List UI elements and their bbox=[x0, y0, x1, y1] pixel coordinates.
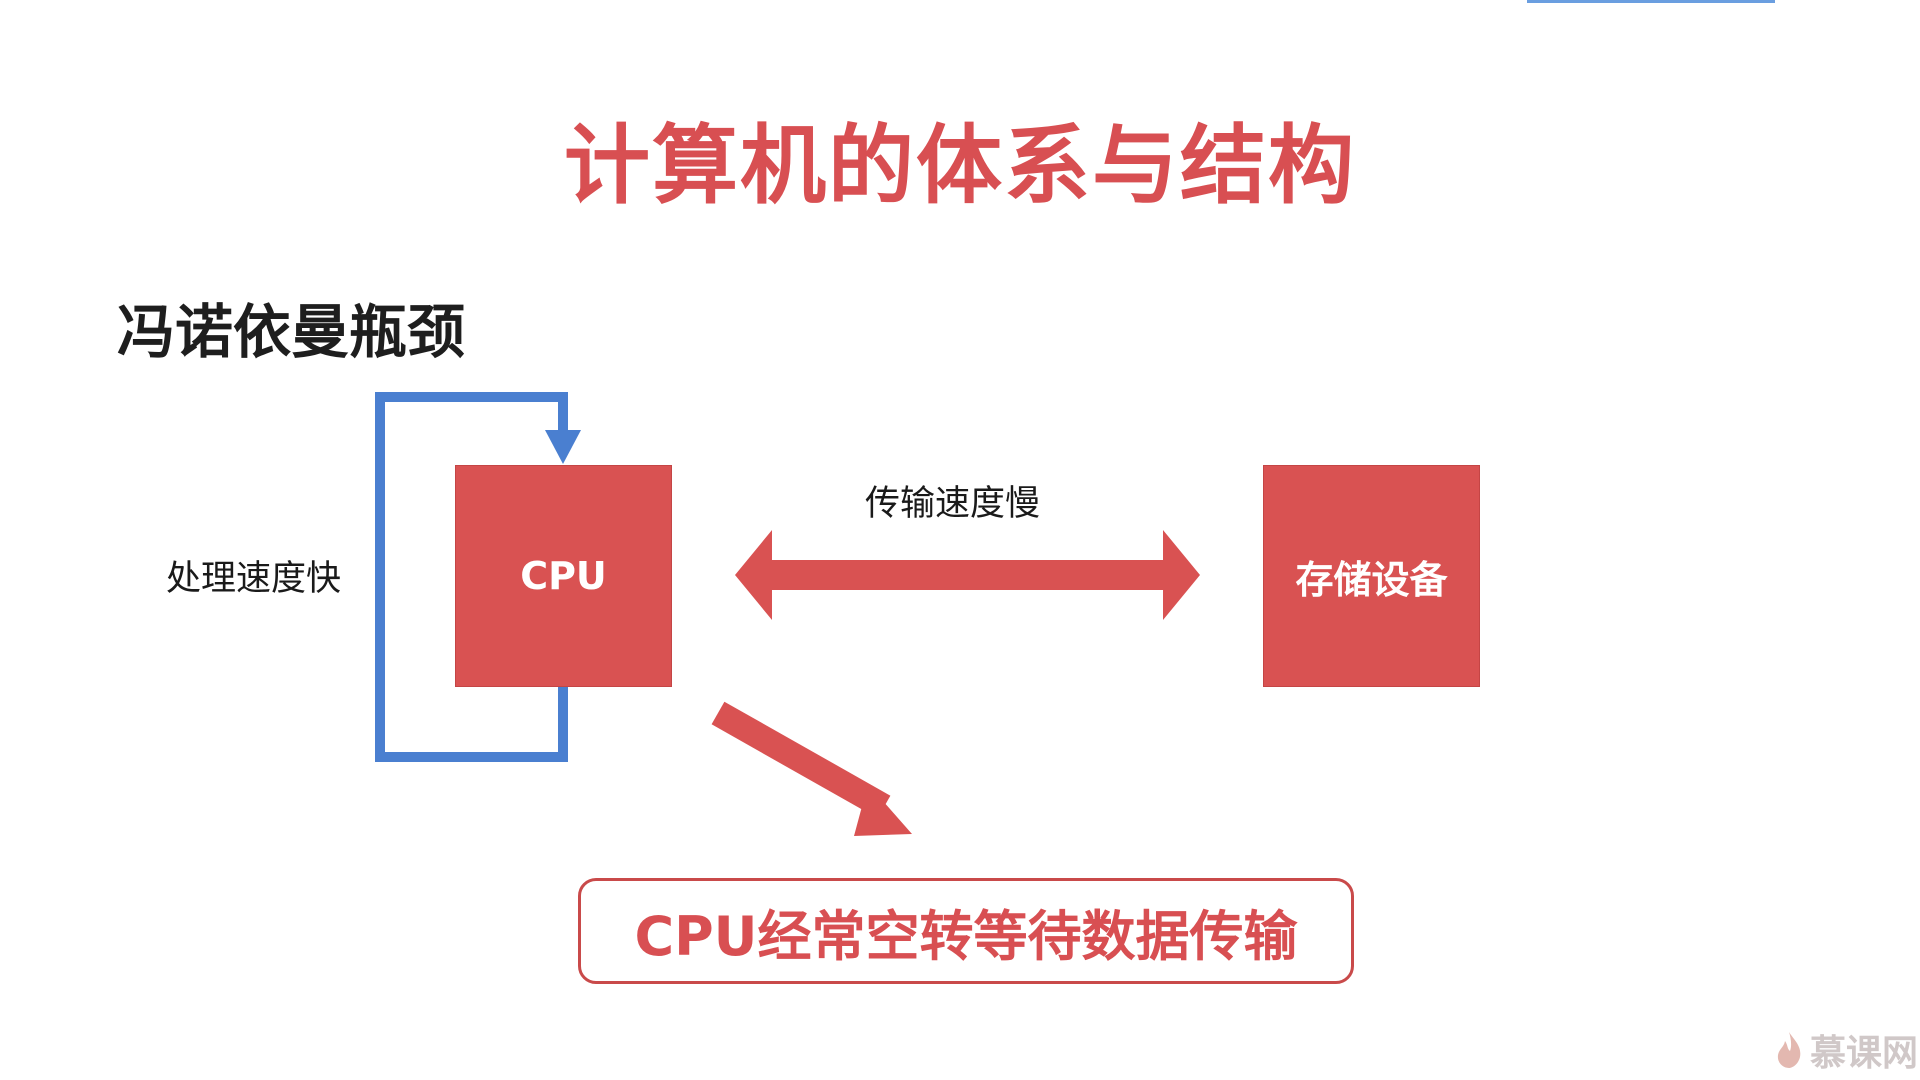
transfer-double-arrow bbox=[735, 530, 1200, 620]
storage-box: 存储设备 bbox=[1263, 465, 1480, 687]
page-title: 计算机的体系与结构 bbox=[564, 116, 1356, 216]
watermark: 慕课网 bbox=[1774, 1024, 1918, 1076]
transfer-speed-label: 传输速度慢 bbox=[865, 484, 1041, 524]
section-subtitle: 冯诺依曼瓶颈 bbox=[117, 298, 466, 366]
cpu-label: CPU bbox=[520, 554, 607, 598]
cpu-loop-arrowhead bbox=[545, 430, 581, 464]
conclusion-text: CPU经常空转等待数据传输 bbox=[634, 904, 1298, 968]
conclusion-arrow bbox=[711, 701, 912, 836]
cpu-loop-arrow bbox=[375, 392, 568, 762]
watermark-text: 慕课网 bbox=[1809, 1033, 1918, 1074]
cpu-box: CPU bbox=[455, 465, 672, 687]
processing-speed-label: 处理速度快 bbox=[166, 559, 342, 599]
conclusion-box: CPU经常空转等待数据传输 bbox=[578, 878, 1354, 984]
top-accent-bar bbox=[1527, 0, 1775, 3]
flame-icon bbox=[1777, 1032, 1801, 1068]
storage-label: 存储设备 bbox=[1295, 557, 1448, 602]
